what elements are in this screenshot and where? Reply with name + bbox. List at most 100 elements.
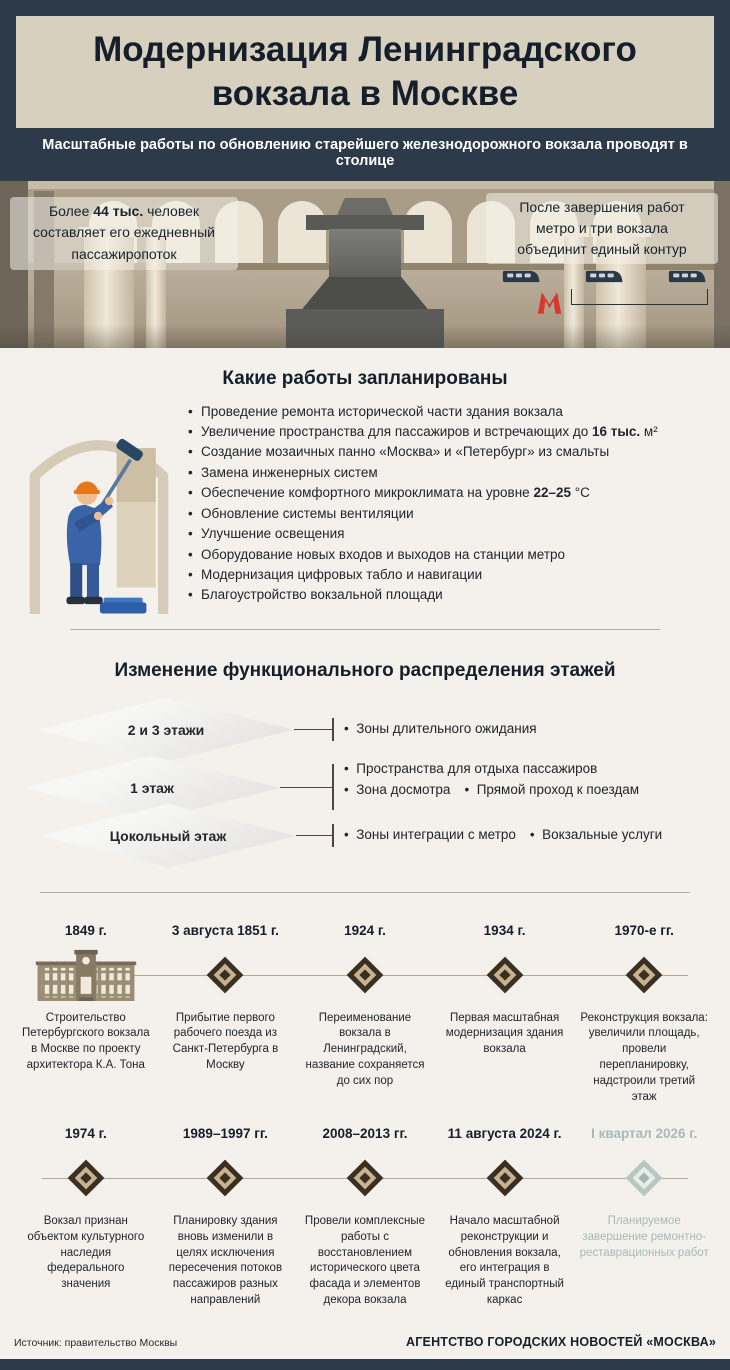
timeline-diamond-icon [207, 1159, 244, 1197]
floors-section: Изменение функционального распределения … [0, 640, 730, 882]
floor-connector-line [294, 728, 332, 731]
works-item: Обеспечение комфортного микроклимата на … [186, 483, 696, 503]
timeline-event: 1849 г. Строительство Петербургского вок… [16, 923, 156, 1106]
timeline-diamond-icon [486, 1159, 523, 1197]
train-icon [502, 270, 540, 282]
timeline-year: 1849 г. [64, 922, 107, 938]
floor-note: Зона досмотра [344, 782, 450, 797]
timeline-text: Планировку здания вновь изменили в целях… [168, 1214, 283, 1307]
timeline-diamond-icon [346, 956, 384, 994]
timeline-year: I квартал 2026 г. [591, 1125, 698, 1141]
floor-connector-tick [332, 823, 334, 847]
divider [40, 891, 690, 893]
floor-note: Пространства для отдыха пассажиров [344, 761, 597, 776]
timeline-event: I квартал 2026 г. Планируемое завершение … [574, 1126, 714, 1309]
timeline-diamond-icon [625, 956, 663, 994]
floor-connector-tick [332, 763, 334, 810]
timeline-event: 1924 г. Переименование вокзала в Ленингра… [295, 923, 435, 1106]
timeline-text: Провели комплексные работы с восстановле… [304, 1214, 426, 1307]
works-item: Увеличение пространства для пассажиров и… [186, 422, 696, 442]
timeline-text: Прибытие первого рабочего поезда из Санк… [172, 1011, 279, 1072]
timeline-event: 1974 г. Вокзал признан объектом культурно… [16, 1126, 156, 1309]
source-note: Источник: правительство Москвы [14, 1336, 178, 1349]
works-item: Проведение ремонта исторической части зд… [186, 402, 696, 422]
pillar [714, 180, 730, 348]
train-icon [585, 270, 623, 282]
timeline-text: Реконструкция вокзала: увеличили площадь… [580, 1011, 708, 1103]
floor-notes-2-3: Зоны длительного ожидания [344, 719, 551, 740]
timeline-diamond-icon [486, 956, 523, 994]
floor-connector-line [280, 786, 332, 789]
timeline-event: 1934 г. Первая масштабная модернизация зд… [435, 923, 575, 1106]
works-item: Создание мозаичных панно «Москва» и «Пет… [186, 442, 696, 462]
timeline-year: 2008–2013 гг. [322, 1125, 408, 1141]
works-section: Какие работы запланированы [0, 348, 730, 619]
timeline-year: 1989–1997 гг. [182, 1125, 268, 1141]
timeline-row-2: 1974 г. Вокзал признан объектом культурно… [16, 1126, 714, 1309]
timeline-diamond-icon [346, 1159, 384, 1197]
title-line-2: вокзала в Москве [211, 73, 519, 113]
header: Модернизация Ленинградского вокзала в Мос… [0, 0, 730, 181]
works-heading: Какие работы запланированы [222, 367, 508, 389]
title-box: Модернизация Ленинградского вокзала в Мос… [16, 16, 714, 128]
timeline-text: Планируемое завершение ремонтно-реставра… [579, 1214, 709, 1259]
agency-name: АГЕНТСТВО ГОРОДСКИХ НОВОСТЕЙ «МОСКВА» [406, 1334, 716, 1349]
timeline-event: 3 августа 1851 г. Прибытие первого рабоче… [156, 923, 296, 1106]
timeline-text: Вокзал признан объектом культурного насл… [27, 1214, 145, 1291]
timeline-year: 1974 г. [64, 1125, 107, 1141]
floor-label: 2 и 3 этажи [127, 721, 205, 738]
floor-layer-basement: Цокольный этаж [40, 803, 296, 868]
floors-diagram: 2 и 3 этажи 1 этаж Цокольный этаж Зоны д… [0, 692, 730, 882]
floor-shadow [0, 323, 730, 348]
timeline-text: Первая масштабная модернизация здания во… [445, 1011, 564, 1056]
floor-notes-1: Пространства для отдыха пассажировЗона д… [344, 759, 653, 801]
title-frame: Модернизация Ленинградского вокзала в Мос… [0, 0, 730, 128]
timeline-event: 1970-е гг. Реконструкция вокзала: увеличи… [574, 923, 714, 1106]
works-list: Проведение ремонта исторической части зд… [186, 402, 696, 606]
metro-logo-icon [537, 291, 562, 314]
train-row [502, 269, 708, 284]
metro-integration-diagram [502, 269, 708, 314]
floor-label: Цокольный этаж [109, 827, 227, 844]
works-item: Оборудование новых входов и выходов на с… [186, 545, 696, 565]
timeline-year: 3 августа 1851 г. [171, 922, 279, 938]
floor-connector-tick [332, 717, 334, 741]
divider [70, 628, 660, 630]
timeline-text: Начало масштабной реконструкции и обновл… [445, 1214, 564, 1307]
floor-connector-line [296, 834, 332, 837]
timeline-row-1: 1849 г. Строительство Петербургского вок… [16, 923, 714, 1106]
works-item: Обновление системы вентиляции [186, 504, 696, 524]
timeline-diamond-icon [67, 1159, 105, 1197]
painter-illustration [20, 396, 178, 619]
floor-note: Прямой проход к поездам [464, 782, 639, 797]
timeline-event: 1989–1997 гг. Планировку здания вновь изм… [156, 1126, 296, 1309]
works-item: Модернизация цифровых табло и навигации [186, 565, 696, 585]
timeline-text: Строительство Петербургского вокзала в М… [21, 1011, 150, 1072]
timeline-year: 1970-е гг. [614, 922, 674, 938]
station-building-icon [35, 949, 137, 1001]
bottom-bar [0, 1358, 730, 1370]
timeline-text: Переименование вокзала в Ленинградский, … [305, 1011, 425, 1088]
timeline-diamond-icon [625, 1159, 663, 1197]
floor-note: Вокзальные услуги [530, 827, 662, 842]
train-icon [668, 270, 706, 282]
floor-note: Зоны длительного ожидания [344, 721, 537, 736]
timeline-diamond-icon [207, 956, 244, 994]
timeline-year: 1934 г. [483, 922, 526, 938]
bracket-line [571, 288, 708, 305]
timeline-section: 1849 г. Строительство Петербургского вок… [0, 903, 730, 1329]
timeline-year: 11 августа 2024 г. [447, 1125, 562, 1141]
painter-icon [29, 438, 169, 614]
timeline-event: 2008–2013 гг. Провели комплексные работы … [295, 1126, 435, 1309]
timeline-year: 1924 г. [344, 922, 386, 938]
floor-note: Зоны интеграции с метро [344, 827, 516, 842]
footer: Источник: правительство Москвы АГЕНТСТВО… [0, 1329, 730, 1359]
works-item: Благоустройство вокзальной площади [186, 585, 696, 605]
title-line-1: Модернизация Ленинградского [93, 30, 637, 69]
floor-layer-2-3: 2 и 3 этажи [38, 697, 294, 762]
floor-label: 1 этаж [130, 779, 174, 796]
page-title: Модернизация Ленинградского вокзала в Мос… [24, 28, 706, 116]
